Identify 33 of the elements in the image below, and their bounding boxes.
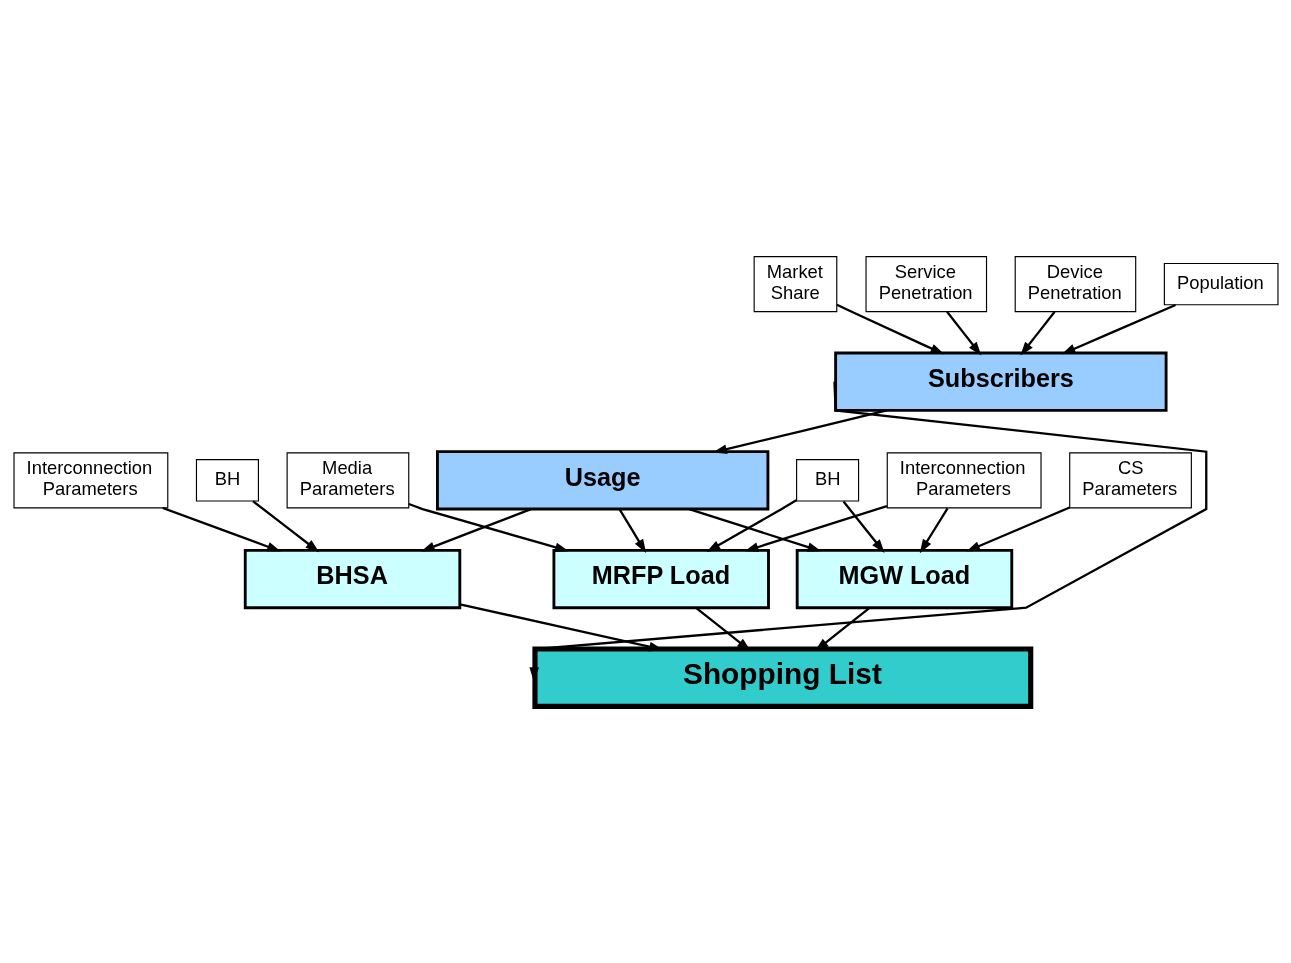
node-box: Usage bbox=[435, 450, 769, 511]
arrow bbox=[407, 502, 569, 553]
arrow bbox=[1019, 311, 1056, 356]
arrow bbox=[618, 508, 646, 554]
arrow bbox=[420, 508, 531, 552]
arrow bbox=[835, 303, 944, 355]
node-box: Interconnection Parameters bbox=[12, 452, 168, 509]
node-box: Shopping List bbox=[531, 646, 1033, 709]
node-box: MGW Load bbox=[795, 548, 1013, 610]
node-box: Subscribers bbox=[833, 351, 1168, 412]
node-box: BH bbox=[795, 459, 859, 502]
node-box: Interconnection Parameters bbox=[886, 452, 1042, 509]
node-box: Service Penetration bbox=[864, 256, 987, 313]
node-box: Market Share bbox=[753, 256, 837, 313]
arrow bbox=[965, 506, 1070, 552]
arrow bbox=[161, 506, 281, 552]
arrow bbox=[706, 499, 797, 552]
arrow bbox=[945, 311, 981, 356]
arrow bbox=[251, 500, 319, 553]
arrow bbox=[1061, 303, 1176, 355]
arrow bbox=[712, 409, 887, 454]
node-box: MRFP Load bbox=[551, 548, 770, 610]
arrow bbox=[528, 381, 1207, 682]
arrow bbox=[842, 500, 885, 553]
arrow bbox=[744, 504, 887, 552]
node-box: Device Penetration bbox=[1014, 256, 1136, 313]
node-box: BH bbox=[195, 459, 259, 502]
arrow bbox=[919, 507, 948, 554]
node-box: Population bbox=[1163, 262, 1279, 306]
node-box: Media Parameters bbox=[286, 452, 409, 509]
node-box: CS Parameters bbox=[1068, 452, 1192, 509]
node-box: BHSA bbox=[243, 548, 461, 610]
arrow bbox=[688, 508, 821, 552]
